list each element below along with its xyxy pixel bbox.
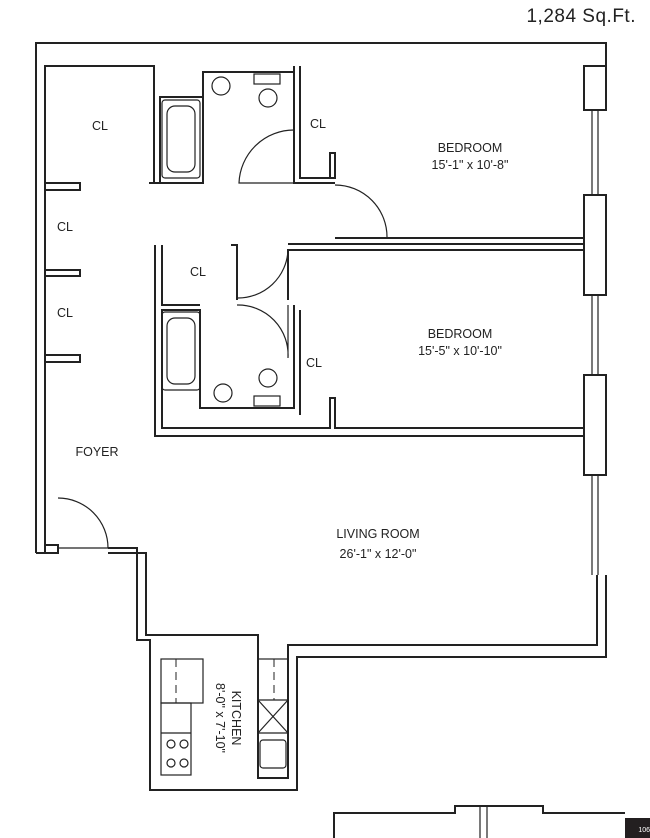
adjacent-unit-outline — [333, 805, 625, 838]
interior-walls — [45, 66, 584, 437]
closet-label: CL — [190, 265, 206, 279]
living-room-name: LIVING ROOM — [336, 527, 419, 541]
exterior-walls — [35, 42, 607, 791]
living-room-size: 26'-1" x 12'-0" — [340, 547, 417, 561]
closet-label: CL — [92, 119, 108, 133]
kitchen-fixtures — [160, 658, 289, 779]
kitchen-name: KITCHEN — [229, 691, 243, 746]
closet-label: CL — [57, 220, 73, 234]
bedroom-2-name: BEDROOM — [428, 327, 493, 341]
unit-tag: 106 — [625, 818, 650, 838]
bedroom-1-size: 15'-1" x 10'-8" — [432, 158, 509, 172]
kitchen-size: 8'-0" x 7'-10" — [213, 683, 227, 753]
bedroom-2-size: 15'-5" x 10'-10" — [418, 344, 502, 358]
closet-label: CL — [57, 306, 73, 320]
square-footage: 1,284 Sq.Ft. — [526, 6, 636, 27]
closet-label: CL — [310, 117, 326, 131]
foyer-label: FOYER — [75, 445, 118, 459]
closet-label: CL — [306, 356, 322, 370]
bathroom-fixtures — [161, 73, 281, 407]
bedroom-1-name: BEDROOM — [438, 141, 503, 155]
doors — [57, 129, 388, 549]
